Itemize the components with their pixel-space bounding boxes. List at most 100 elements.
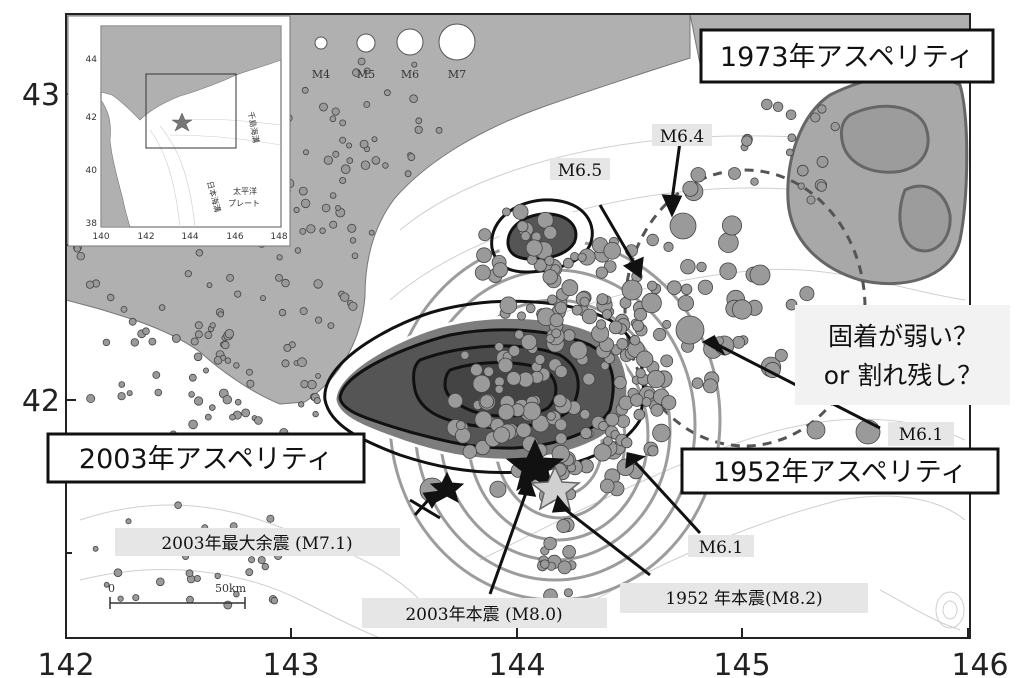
earthquake-circle	[629, 334, 641, 346]
legend-m6: M6	[401, 68, 419, 81]
inset-lat-42: 42	[86, 113, 97, 123]
earthquake-circle	[171, 334, 181, 343]
earthquake-circle	[531, 414, 550, 433]
earthquake-circle	[132, 594, 140, 602]
earthquake-circle	[540, 559, 550, 569]
svg-text:M6.5: M6.5	[558, 161, 602, 181]
svg-text:2003年アスペリティ: 2003年アスペリティ	[79, 444, 333, 475]
earthquake-circle	[383, 89, 391, 97]
earthquake-circle	[270, 596, 279, 605]
earthquake-circle	[630, 393, 644, 407]
earthquake-circle	[351, 252, 359, 260]
earthquake-circle	[313, 397, 321, 405]
earthquake-circle	[810, 112, 821, 123]
earthquake-circle	[357, 57, 366, 66]
earthquake-circle	[544, 255, 555, 266]
earthquake-circle	[761, 98, 773, 111]
earthquake-circle	[646, 369, 666, 389]
earthquake-circle	[226, 273, 235, 282]
earthquake-circle	[647, 445, 659, 457]
earthquake-circle	[323, 155, 333, 165]
earthquake-circle	[409, 94, 418, 103]
earthquake-circle	[554, 365, 568, 379]
earthquake-circle	[663, 241, 674, 252]
earthquake-circle	[319, 102, 328, 112]
earthquake-circle	[331, 107, 340, 116]
earthquake-circle	[190, 337, 199, 346]
earthquake-circle	[493, 426, 511, 444]
earthquake-circle	[546, 411, 556, 421]
inset-lat-40: 40	[86, 166, 98, 176]
earthquake-circle	[224, 329, 235, 339]
earthquake-circle	[154, 388, 163, 397]
svg-text:M6.1: M6.1	[899, 425, 943, 445]
earthquake-circle	[543, 536, 557, 551]
earthquake-circle	[214, 572, 221, 580]
star-1952-mainshock	[528, 465, 582, 511]
earthquake-circle	[241, 408, 251, 418]
inset-map: 44 42 40 38 140 142 144 146 148 千島海溝 日本海…	[67, 15, 291, 247]
earthquake-circle	[816, 155, 829, 168]
earthquake-circle	[209, 322, 216, 329]
earthquake-circle	[245, 368, 253, 376]
earthquake-circle	[411, 61, 418, 68]
earthquake-circle	[186, 595, 194, 604]
earthquake-circle	[248, 556, 256, 564]
earthquake-circle	[85, 280, 95, 289]
earthquake-circle	[581, 308, 598, 325]
earthquake-circle	[257, 556, 266, 565]
earthquake-circle	[298, 401, 305, 408]
earthquake-circle	[293, 206, 300, 214]
earthquake-circle	[497, 403, 515, 421]
earthquake-circle	[128, 317, 137, 326]
earthquake-circle	[245, 568, 254, 577]
svg-text:2003年最大余震 (M7.1): 2003年最大余震 (M7.1)	[161, 534, 352, 554]
earthquake-circle	[339, 119, 347, 127]
scale-start: 0	[108, 582, 115, 595]
earthquake-circle	[106, 293, 115, 302]
svg-text:2003年本震 (M8.0): 2003年本震 (M8.0)	[405, 605, 562, 625]
earthquake-circle	[299, 227, 307, 235]
earthquake-circle	[613, 375, 627, 390]
svg-text:M6.4: M6.4	[660, 127, 704, 147]
earthquake-circle	[599, 478, 615, 494]
earthquake-circle	[580, 427, 593, 440]
earthquake-circle	[117, 595, 124, 602]
earthquake-circle	[494, 384, 504, 394]
earthquake-circle	[204, 331, 213, 340]
earthquake-circle	[598, 420, 609, 432]
earthquake-circle	[234, 290, 242, 298]
earthquake-circle	[520, 333, 538, 351]
earthquake-circle	[371, 156, 381, 165]
earthquake-circle	[478, 228, 492, 242]
inset-lon-144: 144	[181, 232, 198, 242]
earthquake-circle	[522, 401, 542, 421]
earthquake-circle	[194, 321, 203, 330]
earthquake-circle	[76, 252, 85, 261]
earthquake-circle	[582, 372, 596, 386]
earthquake-circle	[855, 419, 881, 445]
earthquake-circle	[469, 363, 483, 377]
earthquake-circle	[327, 322, 335, 330]
earthquake-circle	[722, 215, 743, 236]
earthquake-circle	[669, 212, 697, 240]
earthquake-circle	[772, 101, 784, 113]
earthquake-circle	[691, 377, 704, 390]
event-label-m61-east: M6.1	[888, 422, 954, 446]
earthquake-circle	[555, 432, 568, 445]
earthquake-circle	[557, 560, 572, 575]
earthquake-circle	[220, 354, 227, 361]
earthquake-circle	[593, 443, 612, 462]
earthquake-circle	[741, 135, 753, 147]
earthquake-circle	[299, 307, 308, 316]
earthquake-circle	[633, 408, 646, 421]
earthquake-circle	[193, 575, 201, 583]
earthquake-circle	[283, 343, 292, 352]
earthquake-circle	[817, 104, 827, 114]
earthquake-circle	[603, 260, 617, 273]
earthquake-circle	[294, 247, 302, 254]
earthquake-circle	[732, 335, 746, 349]
earthquake-circle	[312, 410, 319, 418]
earthquake-circle	[206, 282, 213, 289]
earthquake-circle	[462, 444, 478, 459]
